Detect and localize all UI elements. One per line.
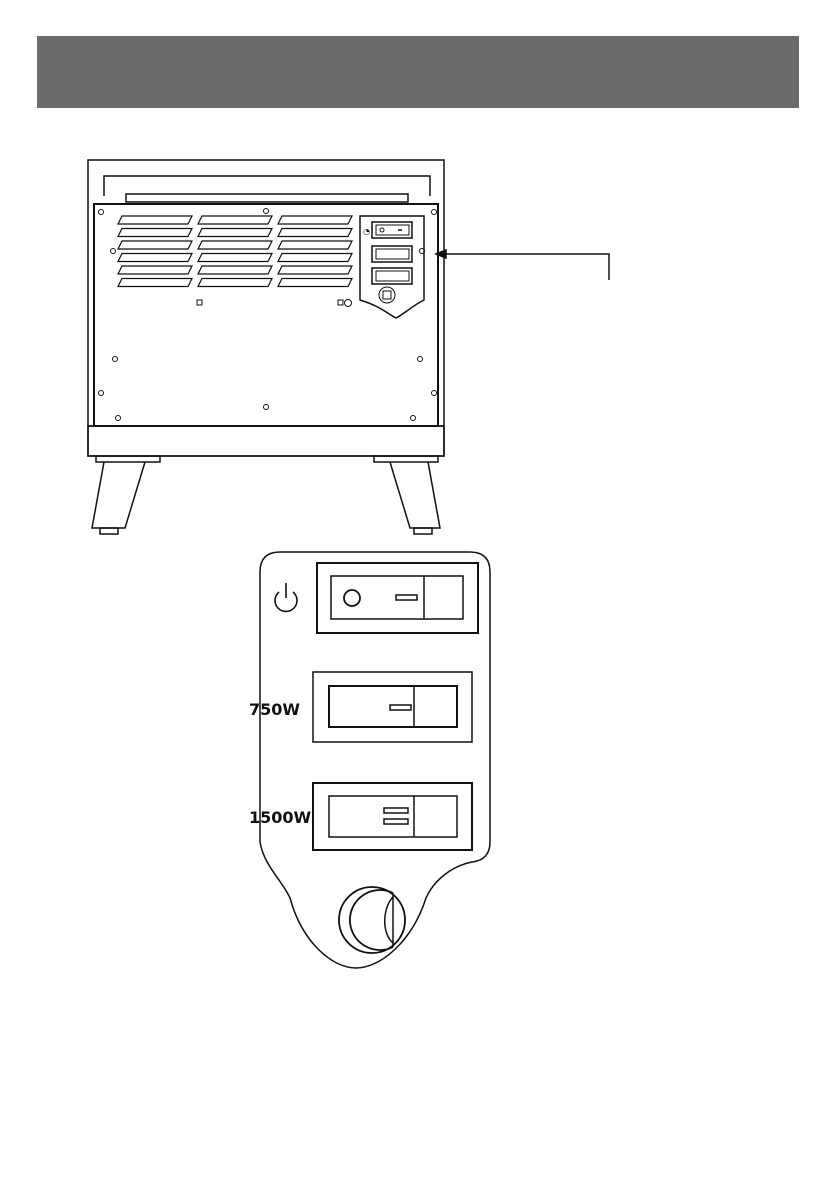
vent-louver [198, 279, 272, 287]
vent-louver [278, 279, 352, 287]
label-750w: 750W [249, 700, 300, 719]
svg-text:◔: ◔ [363, 227, 370, 236]
power-switch[interactable] [317, 563, 478, 633]
vent-louver [118, 216, 192, 224]
vent-louver [278, 216, 352, 224]
vent-louver [118, 279, 192, 287]
switch-1500w[interactable] [313, 783, 472, 850]
heater-rear-view: ◔ [88, 160, 609, 534]
right-leg [390, 462, 440, 528]
panel-outline [260, 552, 490, 968]
vent-louver [278, 229, 352, 237]
vent-louver [278, 241, 352, 249]
label-1500w: 1500W [249, 808, 312, 827]
thermostat-knob-icon[interactable] [339, 887, 405, 953]
vent-louver [198, 229, 272, 237]
vent-louver [118, 241, 192, 249]
vent-louver [278, 254, 352, 262]
vent-louver [198, 254, 272, 262]
vent-louver [198, 216, 272, 224]
vent-grille [118, 216, 352, 287]
vent-louver [118, 266, 192, 274]
control-panel-enlarged [260, 552, 490, 968]
vent-louver [118, 254, 192, 262]
vent-louver [278, 266, 352, 274]
screws [99, 209, 437, 421]
switch-750w[interactable] [313, 672, 472, 742]
left-leg [92, 462, 145, 528]
vent-louver [118, 229, 192, 237]
vent-louver [198, 266, 272, 274]
control-panel-small: ◔ [360, 216, 424, 318]
callout-arrow [436, 250, 609, 280]
power-icon [275, 583, 297, 611]
vent-louver [198, 241, 272, 249]
